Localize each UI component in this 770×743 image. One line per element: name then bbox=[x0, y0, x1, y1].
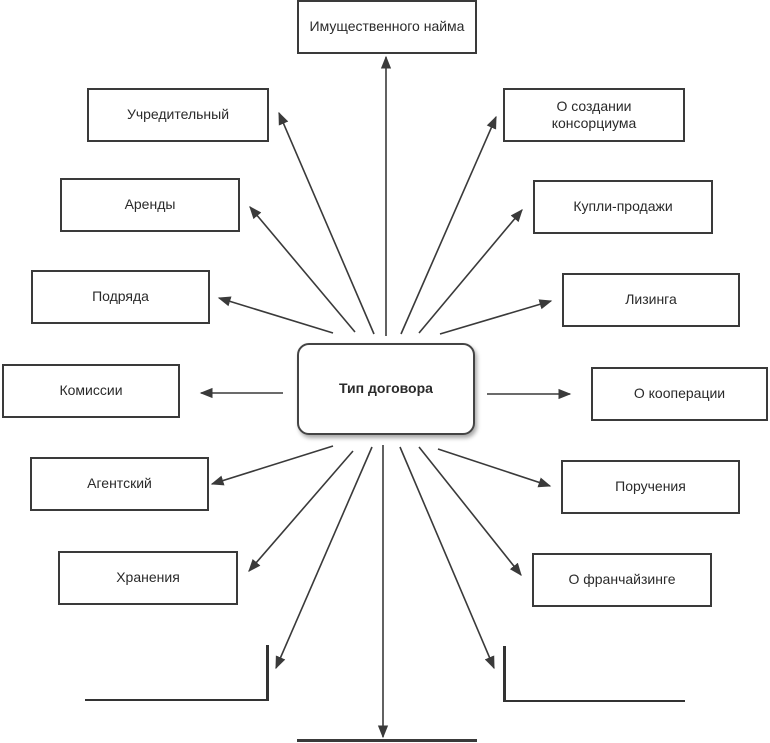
center-node-contract-type: Тип договора bbox=[297, 343, 475, 435]
node-label: О франчайзинге bbox=[568, 571, 676, 588]
node-label: Поручения bbox=[615, 478, 686, 495]
node-blank-bottom bbox=[297, 739, 477, 742]
node-o-sozdanii-konsortsiuma: О создании консорциума bbox=[503, 88, 685, 142]
node-uchreditelny: Учредительный bbox=[87, 88, 269, 142]
node-imushchestvennogo-naima: Имущественного найма bbox=[297, 0, 477, 54]
node-lizinga: Лизинга bbox=[562, 273, 740, 327]
node-o-franchaizinge: О франчайзинге bbox=[532, 553, 712, 607]
node-o-kooperatsii: О кооперации bbox=[591, 367, 768, 421]
node-arendy: Аренды bbox=[60, 178, 240, 232]
node-podryada: Подряда bbox=[31, 270, 210, 324]
node-label: Учредительный bbox=[126, 106, 230, 123]
arrow-to-agentsky bbox=[210, 445, 334, 486]
node-label: Аренды bbox=[124, 196, 176, 213]
node-blank-right bbox=[503, 646, 685, 702]
node-label: Агентский bbox=[87, 475, 152, 492]
arrow-to-lizinga bbox=[439, 299, 553, 335]
arrow-to-blank-left bbox=[275, 446, 373, 670]
arrow-to-o-sozdanii-konsortsiuma bbox=[400, 115, 497, 335]
arrow-to-arendy bbox=[249, 206, 356, 333]
arrow-to-kupli-prodazhi bbox=[418, 209, 523, 334]
center-node-label: Тип договора bbox=[339, 380, 433, 397]
node-label: Лизинга bbox=[625, 291, 677, 308]
arrow-to-blank-right bbox=[399, 446, 495, 670]
arrow-to-porucheniya bbox=[437, 448, 552, 488]
arrow-to-uchreditelny bbox=[278, 111, 375, 335]
node-blank-left bbox=[85, 645, 269, 701]
arrow-to-o-franchaizinge bbox=[418, 446, 522, 577]
node-label: Комиссии bbox=[59, 382, 123, 399]
node-agentsky: Агентский bbox=[30, 457, 209, 511]
arrow-to-podryada bbox=[217, 296, 334, 334]
arrow-to-khraneniya bbox=[248, 450, 354, 572]
node-label: Хранения bbox=[116, 569, 180, 586]
node-label: Подряда bbox=[92, 288, 149, 305]
node-komissii: Комиссии bbox=[2, 364, 180, 418]
node-khraneniya: Хранения bbox=[58, 551, 238, 605]
node-label: Купли-продажи bbox=[573, 198, 673, 215]
node-label: О кооперации bbox=[633, 385, 726, 402]
node-label: Имущественного найма bbox=[309, 18, 465, 35]
node-porucheniya: Поручения bbox=[561, 460, 740, 514]
node-label: О создании консорциума bbox=[551, 97, 637, 132]
node-kupli-prodazhi: Купли-продажи bbox=[533, 180, 713, 234]
